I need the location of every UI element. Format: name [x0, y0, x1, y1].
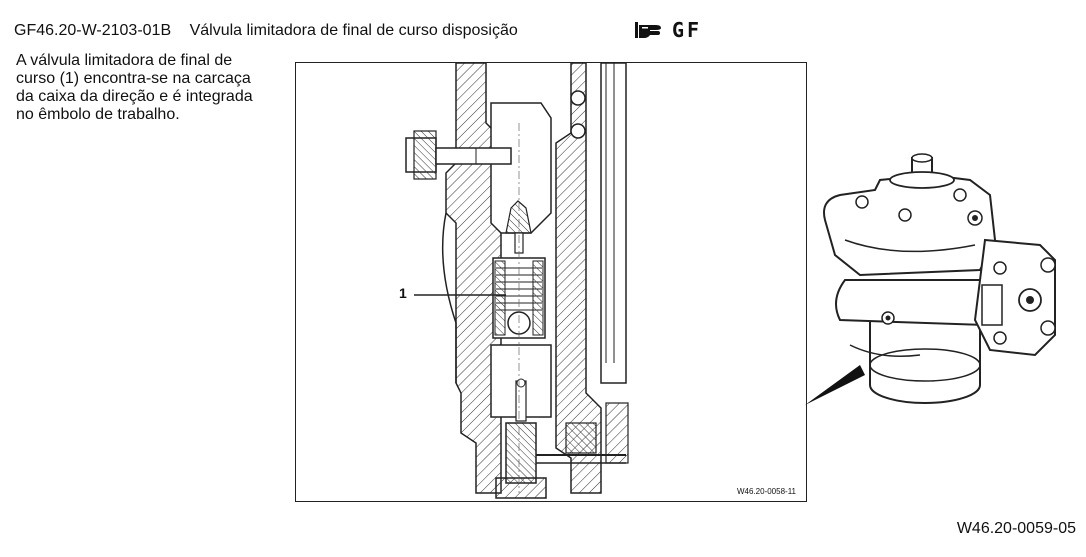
hand-pointer-icon [635, 22, 661, 38]
cross-section-drawing [405, 63, 629, 499]
document-title: Válvula limitadora de final de curso dis… [189, 22, 518, 39]
gf-badge: GF [634, 18, 702, 42]
document-header: GF46.20-W-2103-01B Válvula limitadora de… [14, 22, 518, 40]
steering-gear-housing-illustration [805, 153, 1056, 405]
figure-code: W46.20-0058-11 [737, 487, 796, 496]
cross-section-figure: 1 W46.20-0058-11 [295, 62, 807, 502]
description-text: A válvula limitadora de final de curso (… [16, 52, 253, 123]
callout-number: 1 [399, 285, 407, 301]
document-id: GF46.20-W-2103-01B [14, 22, 172, 39]
image-code: W46.20-0059-05 [956, 520, 1076, 537]
gf-badge-label: GF [672, 18, 703, 42]
